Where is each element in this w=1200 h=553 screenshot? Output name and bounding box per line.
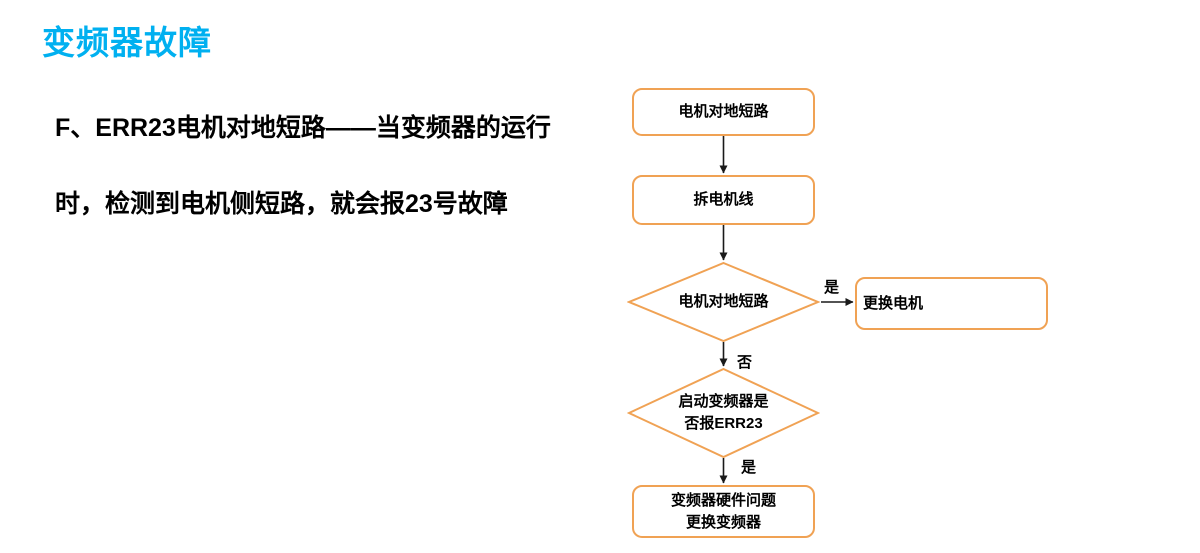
flow-decision-err23-label: 启动变频器是 否报ERR23: [678, 391, 768, 435]
flow-node-remove-wire: 拆电机线: [632, 175, 815, 225]
diamond-shape: [627, 262, 820, 342]
description-line-1: F、ERR23电机对地短路——当变频器的运行: [55, 114, 551, 142]
page-title: 变频器故障: [42, 24, 212, 61]
flow-node-start: 电机对地短路: [632, 88, 815, 136]
flow-node-end: 变频器硬件问题 更换变频器: [632, 485, 815, 538]
flow-node-replace-motor-label: 更换电机: [863, 294, 924, 312]
flow-node-end-line1: 变频器硬件问题: [670, 491, 776, 509]
diamond-shape: [627, 368, 820, 458]
flow-node-remove-wire-label: 拆电机线: [693, 191, 754, 209]
flow-decision-err23-line1: 启动变频器是: [678, 393, 769, 411]
edge-label-yes-right: 是: [824, 279, 840, 296]
description-line-2: 时，检测到电机侧短路，就会报23号故障: [55, 190, 508, 218]
flow-node-end-line2: 更换变频器: [685, 513, 761, 531]
flow-decision-short: 电机对地短路: [627, 262, 820, 342]
edge-label-no-down: 否: [737, 354, 753, 371]
flow-node-start-label: 电机对地短路: [678, 103, 769, 121]
flow-decision-short-label: 电机对地短路: [678, 293, 769, 311]
edge-label-yes-down: 是: [741, 459, 757, 476]
flow-decision-err23-line2: 否报ERR23: [684, 415, 763, 432]
flow-decision-err23: 启动变频器是 否报ERR23: [627, 368, 820, 458]
flow-node-replace-motor: 更换电机: [855, 277, 1048, 330]
